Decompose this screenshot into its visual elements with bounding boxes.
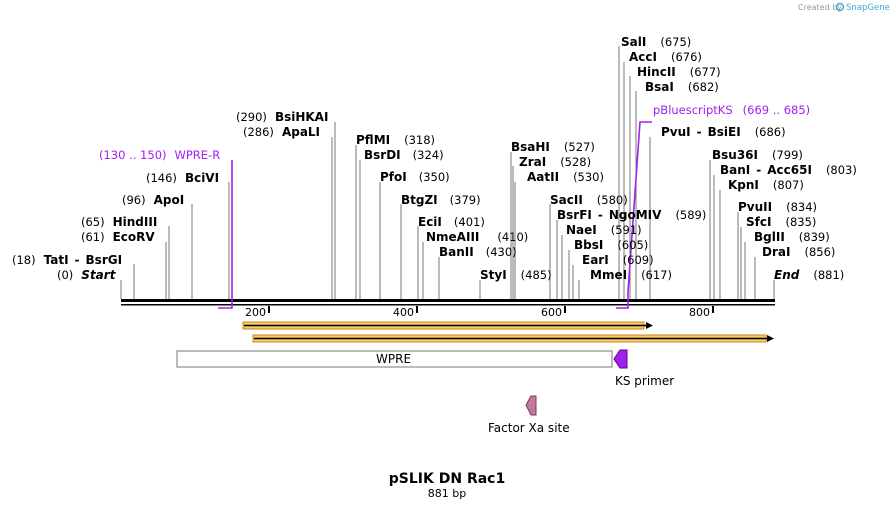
wpre-feature xyxy=(176,350,613,368)
restriction-site-label: MmeI(617) xyxy=(590,268,672,282)
restriction-site-label: Bsu36I(799) xyxy=(712,148,803,162)
restriction-site-label: KpnI(807) xyxy=(728,178,804,192)
tick-label: 200 xyxy=(245,306,266,319)
restriction-site-label: (96)ApoI xyxy=(122,193,184,207)
restriction-site-label: (146)BciVI xyxy=(146,171,219,185)
restriction-site-label: NmeAIII(410) xyxy=(426,230,528,244)
restriction-site-label: AccI(676) xyxy=(629,50,702,64)
restriction-site-label: BanII(430) xyxy=(439,245,517,259)
credit-text: Created by xyxy=(798,3,842,12)
restriction-site-label: EciI(401) xyxy=(418,215,485,229)
restriction-site-label: SfcI(835) xyxy=(746,215,816,229)
factor-xa-label: Factor Xa site xyxy=(488,421,570,435)
restriction-site-label: (18)TatI-BsrGI xyxy=(12,253,122,267)
factor-xa-arrow xyxy=(525,395,537,416)
orf-arrow xyxy=(242,321,653,330)
restriction-site-label: (286)ApaLI xyxy=(243,125,320,139)
restriction-site-label: BsrFI-NgoMIV(589) xyxy=(557,208,706,222)
restriction-site-label: BsaI(682) xyxy=(645,80,719,94)
restriction-site-label: HincII(677) xyxy=(637,65,721,79)
primer-wpre-r: (130 .. 150)WPRE-R xyxy=(99,148,220,162)
restriction-site-label: BbsI(605) xyxy=(574,238,648,252)
restriction-site-label: ZraI(528) xyxy=(519,155,591,169)
sequence-backbone xyxy=(121,299,775,302)
snapgene-logo-icon xyxy=(835,2,845,12)
ks-primer-label: KS primer xyxy=(615,374,674,388)
ks-primer-arrow xyxy=(613,349,628,369)
axis-ticks: 200 400 600 800 xyxy=(245,306,714,319)
restriction-site-label: BanI-Acc65I(803) xyxy=(720,163,857,177)
restriction-site-label: BglII(839) xyxy=(754,230,830,244)
orf-arrow xyxy=(252,334,774,343)
restriction-site-label: (61)EcoRV xyxy=(81,230,155,244)
restriction-site-label: NaeI(591) xyxy=(566,223,642,237)
primer-pbluescriptks: pBluescriptKS(669 .. 685) xyxy=(653,103,810,117)
wpre-label: WPRE xyxy=(376,352,411,366)
restriction-site-label: PvuII(834) xyxy=(738,200,817,214)
map-length: 881 bp xyxy=(428,487,466,500)
site-labels: (18)TatI-BsrGI (0)Start (61)EcoRV (65)Hi… xyxy=(12,35,857,282)
restriction-site-label: PvuI-BsiEI(686) xyxy=(661,125,786,139)
restriction-site-label: DraI(856) xyxy=(762,245,835,259)
map-title: pSLIK DN Rac1 xyxy=(389,471,505,487)
site-leader-lines xyxy=(120,46,775,299)
restriction-site-label: End(881) xyxy=(774,268,844,282)
credit-brand: SnapGene xyxy=(846,3,890,13)
restriction-site-label: BtgZI(379) xyxy=(401,193,481,207)
restriction-site-label: (65)HindIII xyxy=(81,215,157,229)
tick-label: 600 xyxy=(541,306,562,319)
restriction-site-label: PfoI(350) xyxy=(380,170,450,184)
tick-label: 800 xyxy=(689,306,710,319)
tick-label: 400 xyxy=(393,306,414,319)
restriction-site-label: PflMI(318) xyxy=(356,133,435,147)
restriction-site-label: SalI(675) xyxy=(621,35,691,49)
restriction-site-label: StyI(485) xyxy=(480,268,552,282)
restriction-site-label: AatII(530) xyxy=(527,170,604,184)
restriction-site-label: BsrDI(324) xyxy=(364,148,444,162)
primer-lines xyxy=(218,121,652,309)
restriction-site-label: (0)Start xyxy=(57,268,117,282)
restriction-site-label: BsaHI(527) xyxy=(511,140,595,154)
restriction-site-label: (290)BsiHKAI xyxy=(236,110,328,124)
restriction-site-label: SacII(580) xyxy=(550,193,628,207)
restriction-site-label: EarI(609) xyxy=(582,253,654,267)
